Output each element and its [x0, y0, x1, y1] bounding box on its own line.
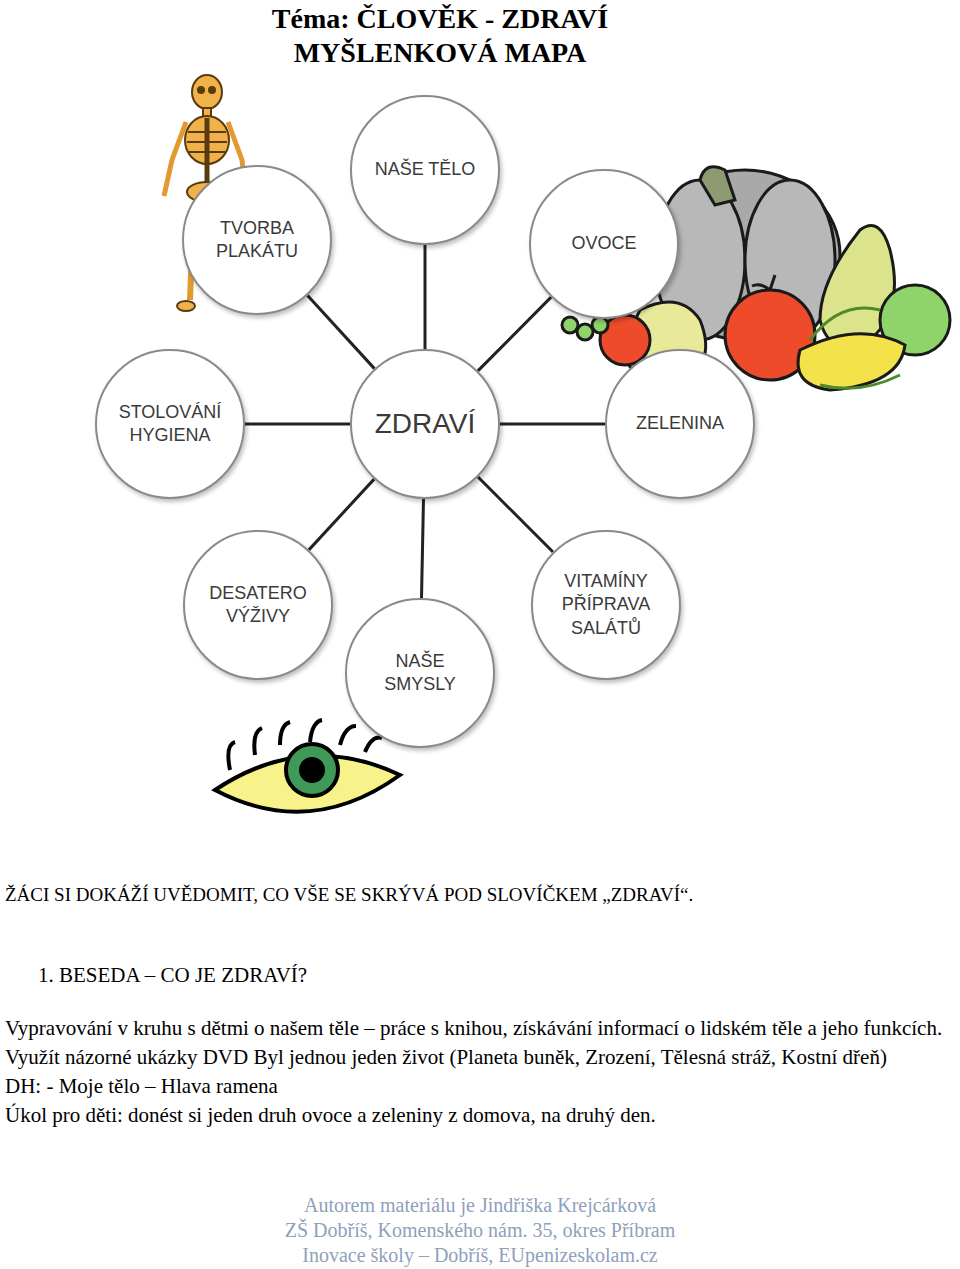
circle-label: DESATERO VÝŽIVY	[203, 582, 313, 629]
connector-line	[309, 479, 374, 550]
footer-block: Autorem materiálu je Jindřiška Krejcárko…	[0, 1193, 960, 1268]
paragraph-text: Úkol pro děti: donést si jeden druh ovoc…	[5, 1101, 950, 1130]
circle-label: NAŠE TĚLO	[375, 158, 476, 181]
goal-text: ŽÁCI SI DOKÁŽÍ UVĚDOMIT, CO VŠE SE SKRÝV…	[5, 884, 945, 906]
circle-label: OVOCE	[571, 232, 636, 255]
topic-circle: STOLOVÁNÍ HYGIENA	[95, 349, 245, 499]
connector-line	[478, 477, 553, 552]
circle-label: ZELENINA	[636, 412, 724, 435]
paragraph-text: DH: - Moje tělo – Hlava ramena	[5, 1072, 950, 1101]
circle-label: TVORBA PLAKÁTU	[207, 217, 307, 264]
circle-label: STOLOVÁNÍ HYGIENA	[115, 401, 225, 448]
paragraph-text: Vypravování v kruhu s dětmi o našem těle…	[5, 1014, 950, 1072]
circle-label: ZDRAVÍ	[375, 406, 476, 442]
circle-label: VITAMÍNY PŘÍPRAVA SALÁTŮ	[556, 570, 656, 640]
connector-line	[422, 499, 424, 598]
topic-circle: VITAMÍNY PŘÍPRAVA SALÁTŮ	[531, 530, 681, 680]
connector-line	[424, 245, 427, 349]
topic-circle: DESATERO VÝŽIVY	[183, 530, 333, 680]
connector-line	[478, 297, 551, 371]
footer-text: ZŠ Dobříš, Komenského nám. 35, okres Pří…	[0, 1218, 960, 1243]
topic-circle: NAŠE SMYSLY	[345, 598, 495, 748]
eye-picture	[215, 720, 400, 812]
topic-circle: OVOCE	[529, 169, 679, 319]
body-text-block: Vypravování v kruhu s dětmi o našem těle…	[5, 1014, 950, 1130]
topic-circle: TVORBA PLAKÁTU	[182, 165, 332, 315]
footer-text: Inovace školy – Dobříš, EUpenizeskolam.c…	[0, 1243, 960, 1268]
hub-circle: ZDRAVÍ	[350, 349, 500, 499]
circle-label: NAŠE SMYSLY	[375, 650, 465, 697]
connector-line	[500, 423, 605, 426]
topic-circle: NAŠE TĚLO	[350, 95, 500, 245]
connector-line	[308, 295, 375, 368]
connector-line	[245, 423, 350, 426]
page-title: Téma: ČLOVĚK - ZDRAVÍ MYŠLENKOVÁ MAPA	[235, 2, 645, 70]
footer-text: Autorem materiálu je Jindřiška Krejcárko…	[0, 1193, 960, 1218]
topic-circle: ZELENINA	[605, 349, 755, 499]
section-heading: 1. BESEDA – CO JE ZDRAVÍ?	[38, 963, 938, 988]
